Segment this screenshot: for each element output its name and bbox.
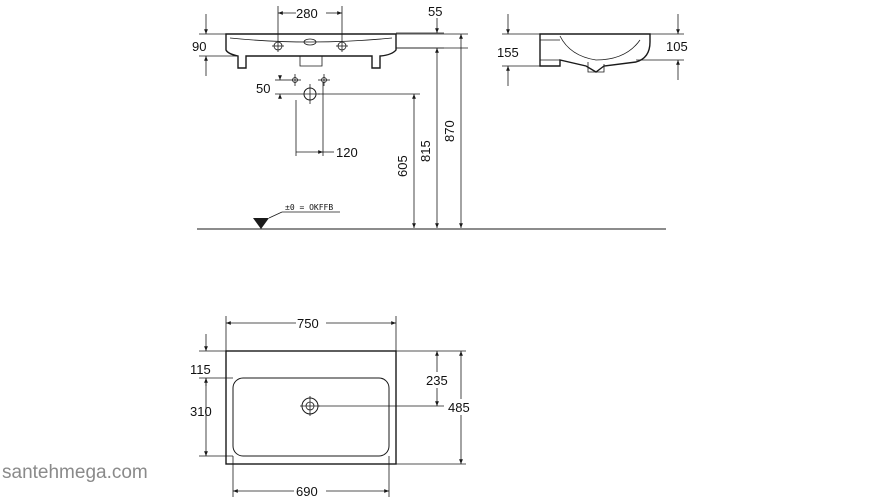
center-hole — [303, 38, 317, 46]
bowl-curve — [559, 35, 641, 61]
dim-870: 870 — [442, 120, 457, 142]
dim-815: 815 — [418, 140, 433, 162]
dim-155: 155 — [497, 45, 519, 60]
basin-front-outline — [225, 33, 397, 69]
dim-235: 235 — [426, 373, 448, 388]
dim-90: 90 — [192, 39, 206, 54]
dim-50: 50 — [256, 81, 270, 96]
floor-level-marker — [253, 218, 269, 229]
top-view: 750 115 310 235 485 690 — [190, 316, 476, 499]
front-view: 280 55 90 50 120 — [192, 4, 666, 230]
dim-690: 690 — [296, 484, 318, 499]
basin-rim-curve — [229, 37, 393, 43]
side-view: 155 105 — [497, 14, 688, 86]
dim-605: 605 — [395, 155, 410, 177]
side-drain — [587, 62, 605, 73]
drain-outlet — [299, 56, 323, 67]
basin-top-outline — [225, 350, 397, 465]
watermark-text: santehmega.com — [2, 462, 148, 483]
dim-55: 55 — [428, 4, 442, 19]
dim-280: 280 — [296, 6, 318, 21]
connection-symbols — [289, 74, 330, 104]
floor-reference-label: ±0 = OKFFB — [285, 203, 333, 212]
dim-310: 310 — [190, 404, 212, 419]
dim-105: 105 — [666, 39, 688, 54]
dim-750: 750 — [297, 316, 319, 331]
dim-120: 120 — [336, 145, 358, 160]
bowl-top-outline — [232, 377, 390, 457]
dim-485: 485 — [448, 400, 470, 415]
dim-115: 115 — [190, 362, 211, 377]
